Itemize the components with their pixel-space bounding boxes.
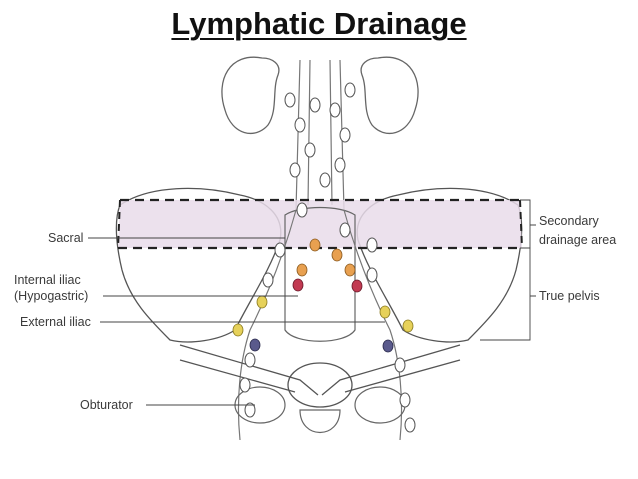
left-pubic-ramus — [179, 344, 319, 396]
lymph-nodes-blue — [249, 338, 394, 353]
aorta — [295, 59, 345, 211]
sacral-label: Sacral — [48, 231, 83, 245]
internal-iliac-label: Internal iliac — [14, 273, 81, 287]
page-title: Lymphatic Drainage — [171, 6, 467, 41]
lymph-nodes-white — [239, 82, 416, 433]
prostate — [299, 409, 341, 434]
right-obturator-foramen — [354, 386, 406, 424]
right-iliac-wing — [356, 187, 523, 343]
hypogastric-label: (Hypogastric) — [14, 289, 88, 303]
true-pelvis-label: True pelvis — [539, 289, 600, 303]
secondary-drainage-area — [118, 200, 522, 248]
lymph-nodes-orange — [296, 238, 356, 277]
left-iliac-vessels — [237, 209, 297, 441]
true-pelvis-bracket — [480, 247, 536, 341]
right-kidney — [360, 56, 419, 134]
external-iliac-label: External iliac — [20, 315, 91, 329]
lymph-nodes-red — [292, 278, 363, 293]
drainage-area-label: drainage area — [539, 233, 616, 247]
right-pubic-ramus — [321, 344, 461, 396]
sacrum — [284, 206, 356, 342]
secondary-label: Secondary — [539, 214, 600, 228]
lymph-nodes-yellow — [232, 295, 414, 337]
left-kidney — [221, 56, 280, 134]
bladder — [287, 362, 353, 408]
obturator-label: Obturator — [80, 398, 133, 412]
